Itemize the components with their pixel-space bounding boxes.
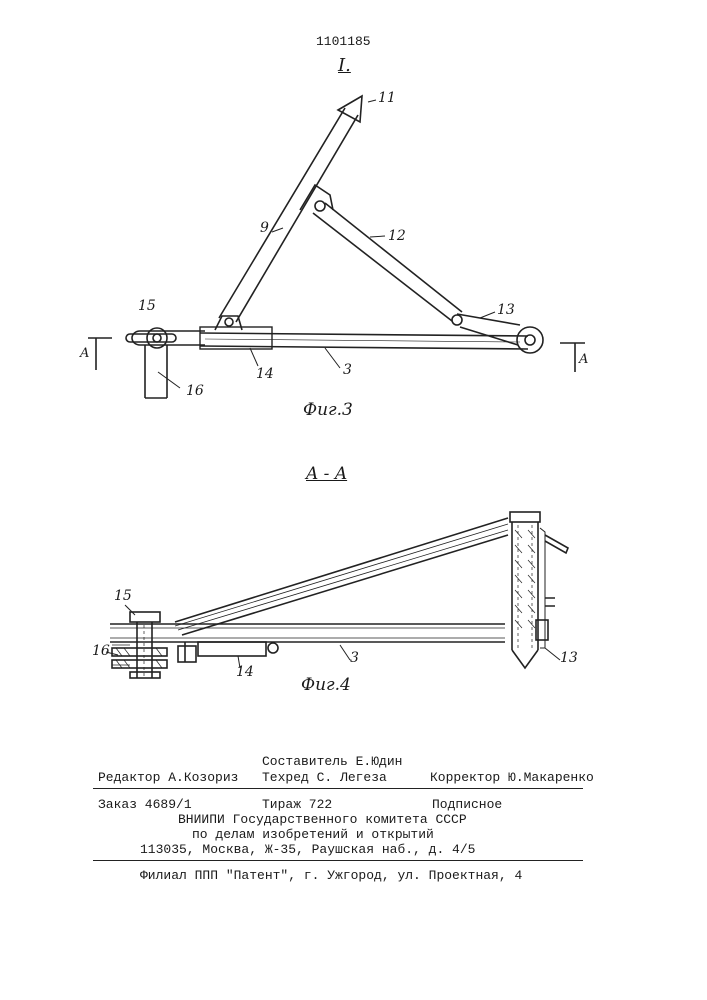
patent-number: 1101185 [316,34,371,49]
fig3-label-3: 3 [343,362,352,378]
colophon-compiler: Составитель Е.Юдин [262,754,403,769]
fig4-caption: Фиг.4 [301,675,351,695]
fig3-caption: Фиг.3 [303,400,353,420]
fig4-label-16: 16 [92,643,110,659]
colophon-techred: Техред С. Легеза [262,770,387,785]
fig3-section-mark-left: A [80,346,90,361]
fig3-label-11: 11 [378,90,396,106]
fig4-label-14: 14 [236,664,254,680]
colophon-editor: Редактор А.Козориз [98,770,239,785]
colophon-institute: ВНИИПИ Государственного комитета СССР [178,812,467,827]
fig3-label-13: 13 [497,302,515,318]
colophon-circulation: Тираж 722 [262,797,333,812]
fig3-section-mark-right: A [579,352,589,367]
colophon-affairs: по делам изобретений и открытий [192,827,434,842]
colophon-rule-1 [93,788,583,789]
fig3-label-16: 16 [186,383,204,399]
colophon-order: Заказ 4689/1 [98,797,192,812]
colophon-subscription: Подписное [432,797,503,812]
fig4-label-3: 3 [350,650,359,666]
fig4-label-15: 15 [114,588,132,604]
colophon-address: 113035, Москва, Ж-35, Раушская наб., д. … [140,842,476,857]
fig3-label-14: 14 [256,366,274,382]
fig4-section-title: A - A [306,464,348,484]
fig4-label-13: 13 [560,650,578,666]
figure-4-drawing [105,511,570,679]
figure-3-drawing [88,94,585,399]
fig3-label-9: 9 [260,220,269,236]
fig3-label-12: 12 [388,228,406,244]
colophon-rule-2 [93,860,583,861]
fig3-label-15: 15 [138,298,156,314]
colophon-branch: Филиал ППП "Патент", г. Ужгород, ул. Про… [140,868,523,883]
view-label: I. [338,55,351,76]
colophon-corrector: Корректор Ю.Макаренко [430,770,594,785]
